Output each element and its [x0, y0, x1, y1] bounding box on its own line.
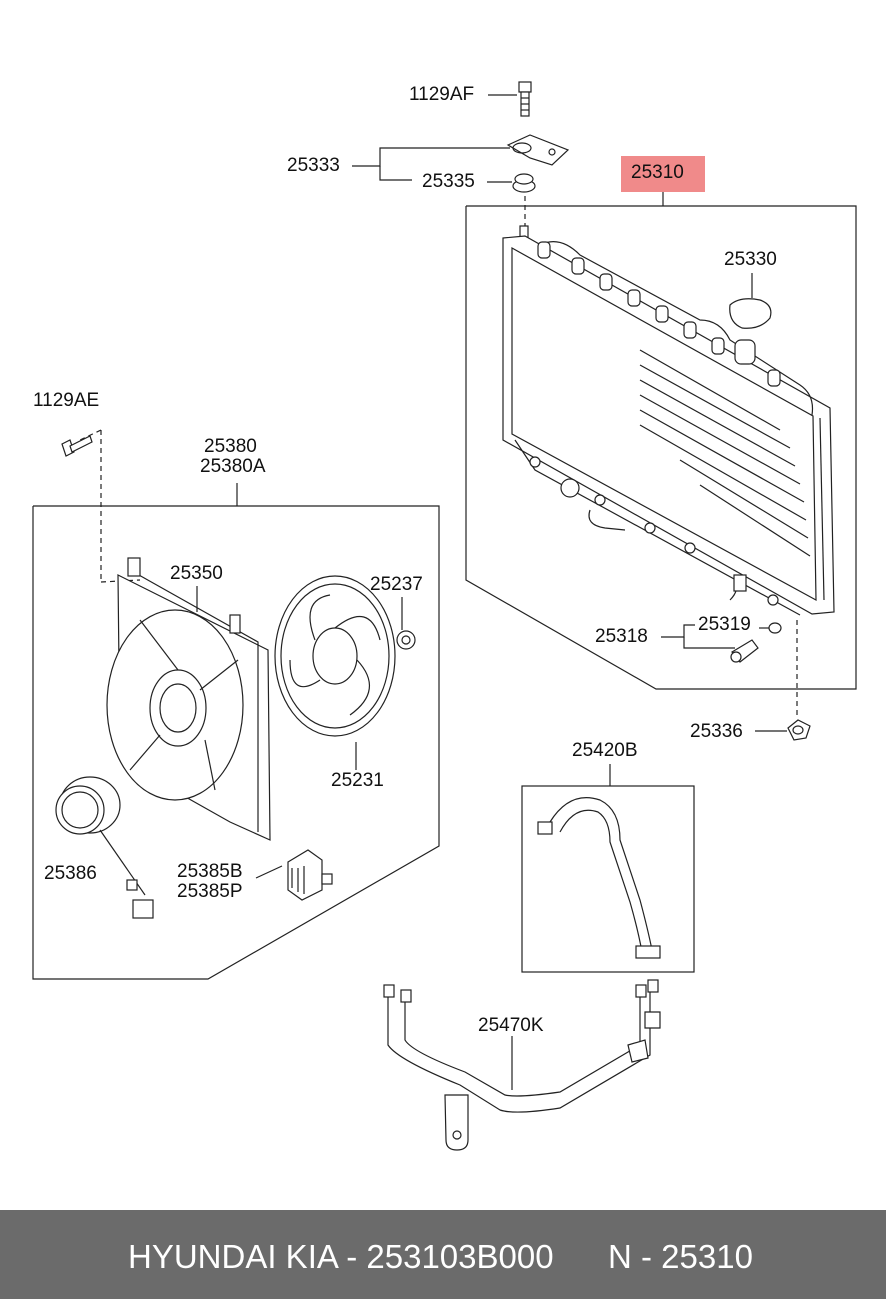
label-25350: 25350	[170, 563, 223, 584]
label-25380: 25380	[204, 436, 257, 457]
label-25237: 25237	[370, 574, 423, 595]
label-1129af: 1129AF	[409, 84, 475, 105]
radiator-25310	[502, 235, 835, 616]
hose-25420b	[537, 797, 661, 959]
footer-bar: HYUNDAI KIA - 253103B000 N - 25310	[0, 1210, 886, 1299]
fan-25231	[274, 575, 396, 737]
bracket-25333	[506, 134, 570, 166]
footer-ref: N - 25310	[608, 1238, 753, 1275]
label-25385p: 25385P	[177, 881, 243, 902]
label-25319: 25319	[698, 614, 751, 635]
resistor-25385	[287, 849, 333, 901]
label-25380a: 25380A	[200, 456, 266, 477]
label-25336: 25336	[690, 721, 743, 742]
shroud-25350	[106, 557, 271, 841]
label-1129ae: 1129AE	[33, 390, 100, 411]
leader-lines	[79, 94, 798, 1090]
footer-brand-part: HYUNDAI KIA - 253103B000	[128, 1238, 554, 1275]
insulator-25335	[512, 173, 536, 239]
bolt-1129af	[518, 81, 532, 117]
radiator-group-frame	[465, 192, 857, 690]
label-25385b: 25385B	[177, 861, 243, 882]
parts-diagram	[32, 81, 857, 1151]
label-25386: 25386	[44, 863, 97, 884]
label-25330: 25330	[724, 249, 777, 270]
highlight-box	[621, 156, 705, 192]
fan-group-frame	[32, 483, 440, 980]
motor-25386	[55, 776, 154, 919]
label-25470k: 25470K	[478, 1015, 544, 1036]
label-25310: 25310	[631, 162, 684, 183]
label-25335: 25335	[422, 171, 475, 192]
mount-25336	[787, 719, 811, 741]
label-25420b: 25420B	[572, 740, 638, 761]
cap-25330	[729, 298, 772, 329]
label-25333: 25333	[287, 155, 340, 176]
bolt-1129ae	[61, 435, 93, 457]
label-25231: 25231	[331, 770, 384, 791]
label-25318: 25318	[595, 626, 648, 647]
washer-25237	[396, 630, 416, 650]
pipe-25470k	[383, 979, 661, 1151]
hose-group-frame	[521, 785, 695, 973]
drain-plug-25318	[730, 622, 782, 663]
